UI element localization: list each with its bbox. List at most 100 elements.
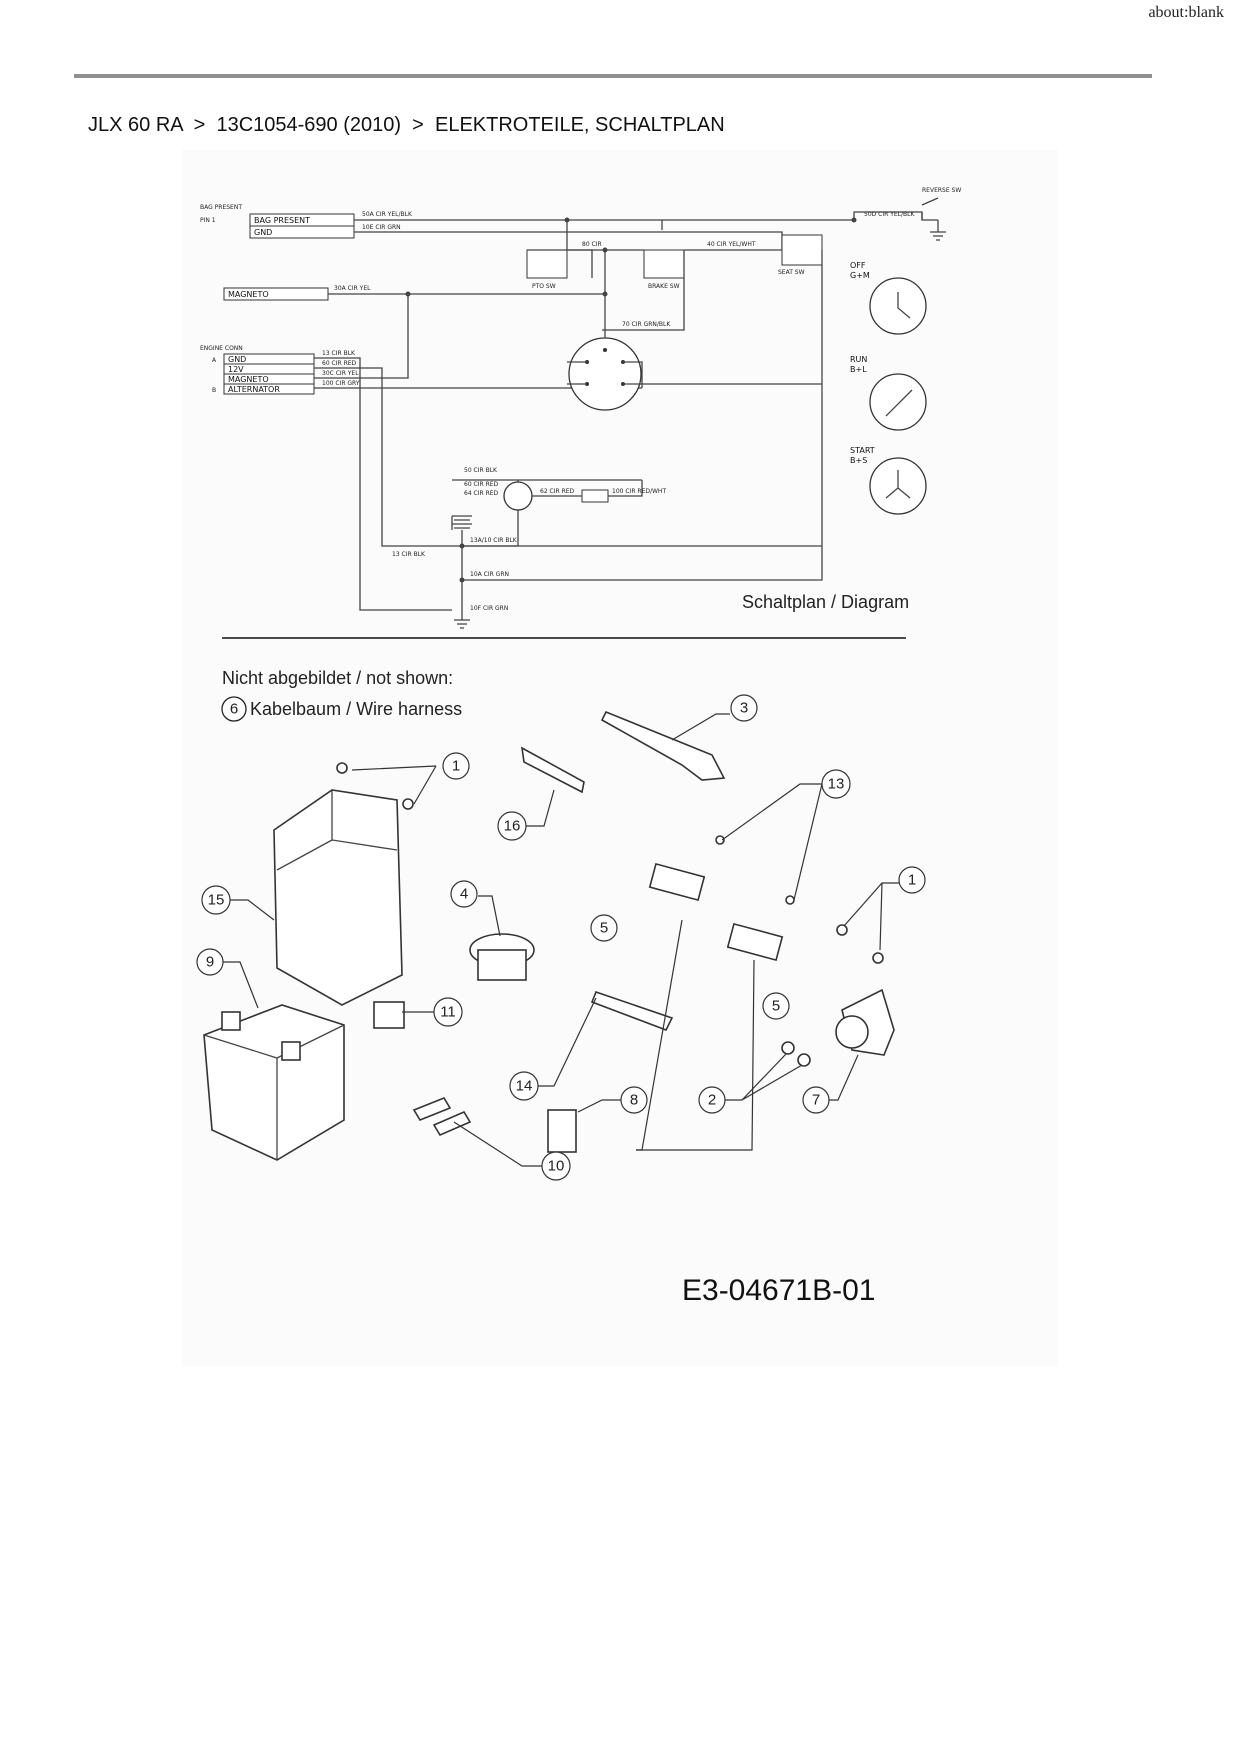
wiring-schematic: BAG PRESENT PIN 1 BAG PRESENT GND 50A CI… <box>200 187 961 629</box>
ignition-position-label: OFF <box>850 261 866 270</box>
part-9-battery[interactable] <box>203 1004 345 1161</box>
callout-3[interactable]: 3 <box>730 694 758 722</box>
seat-switch-label: SEAT SW <box>778 269 805 276</box>
wire-label: 60 CIR RED <box>464 481 499 488</box>
wire-label: 60 CIR RED <box>322 360 357 367</box>
callout-1[interactable]: 1 <box>898 866 926 894</box>
part-5-switch-b[interactable] <box>726 922 784 962</box>
battery-terminal <box>221 1011 241 1031</box>
callout-number: 10 <box>548 1158 565 1175</box>
callout-13[interactable]: 13 <box>821 769 851 799</box>
engine-pin-a: A <box>212 357 217 364</box>
callout-6-number: 6 <box>230 701 238 718</box>
part-11-relay[interactable] <box>373 1001 405 1029</box>
part-5-switch-a[interactable] <box>648 862 706 902</box>
callout-4[interactable]: 4 <box>450 880 478 908</box>
ignition-run-diagram: RUN B+L <box>850 355 927 431</box>
wire-label: 13 CIR BLK <box>392 551 426 558</box>
callout-number: 3 <box>740 700 748 717</box>
callout-number: 16 <box>504 818 521 835</box>
wire-label: 50D CIR YEL/BLK <box>864 211 915 218</box>
callout-number: 1 <box>908 872 916 889</box>
part-10-keys[interactable] <box>412 1097 452 1121</box>
part-13-screw[interactable] <box>715 835 725 845</box>
part-2-nut[interactable] <box>797 1053 811 1067</box>
ignition-position-sub: B+S <box>850 456 867 465</box>
callout-number: 2 <box>708 1092 716 1109</box>
exploded-parts-view: Nicht abgebildet / not shown: 6 Kabelbau… <box>196 668 926 1307</box>
callout-number: 1 <box>452 758 460 775</box>
connector-gnd: GND <box>254 228 272 237</box>
brake-switch-label: BRAKE SW <box>648 283 680 290</box>
ignition-position-sub: G+M <box>850 271 870 280</box>
connector-magneto: MAGNETO <box>228 290 269 299</box>
callout-number: 5 <box>772 998 780 1015</box>
engine-pin: MAGNETO <box>228 375 269 384</box>
callout-number: 9 <box>206 954 214 971</box>
wire-label: 13A/10 CIR BLK <box>470 537 518 544</box>
wire-label: 64 CIR RED <box>464 490 499 497</box>
wire-label: 80 CIR <box>582 241 602 248</box>
browser-url-text: about:blank <box>1148 4 1224 21</box>
wire-label: 62 CIR RED <box>540 488 575 495</box>
breadcrumb-separator: > <box>193 114 206 136</box>
wire-label: 50A CIR YEL/BLK <box>362 211 413 218</box>
callout-5[interactable]: 5 <box>762 992 790 1020</box>
breadcrumb-part-number[interactable]: 13C1054-690 (2010) <box>216 114 402 136</box>
ignition-position-label: START <box>850 446 875 455</box>
part-15-shield[interactable] <box>273 789 403 1006</box>
wire-label: 100 CIR GRY <box>322 380 360 387</box>
part-1-screw[interactable] <box>872 952 884 964</box>
callout-15[interactable]: 15 <box>201 885 231 915</box>
callout-number: 15 <box>208 892 225 909</box>
callout-number: 5 <box>600 920 608 937</box>
callout-number: 7 <box>812 1092 820 1109</box>
callout-16[interactable]: 16 <box>497 811 527 841</box>
callout-2[interactable]: 2 <box>698 1086 726 1114</box>
wire-label: 30C CIR YEL <box>322 370 359 377</box>
not-shown-heading: Nicht abgebildet / not shown: <box>222 668 453 688</box>
part-1-screw[interactable] <box>336 762 348 774</box>
part-3-strap[interactable] <box>600 710 726 781</box>
callout-9[interactable]: 9 <box>196 948 224 976</box>
breadcrumb-separator: > <box>412 114 424 136</box>
callout-6-badge <box>221 696 247 722</box>
engine-pin-b: B <box>212 387 216 394</box>
wire-label: 50 CIR BLK <box>464 467 498 474</box>
pin1-label: PIN 1 <box>200 217 216 224</box>
part-1-screw[interactable] <box>836 924 848 936</box>
callout-number: 8 <box>630 1092 638 1109</box>
callout-14[interactable]: 14 <box>509 1071 539 1101</box>
part-13-screw[interactable] <box>785 895 795 905</box>
breadcrumb: JLX 60 RA > 13C1054-690 (2010) > ELEKTRO… <box>88 114 725 137</box>
parts-diagram-image: BAG PRESENT PIN 1 BAG PRESENT GND 50A CI… <box>182 150 1058 1366</box>
connector-bag-present: BAG PRESENT <box>254 216 310 225</box>
callout-7[interactable]: 7 <box>802 1086 830 1114</box>
part-16-bracket[interactable] <box>520 746 585 794</box>
ignition-off-diagram: OFF G+M <box>850 261 927 335</box>
wire-label: 10E CIR GRN <box>362 224 401 231</box>
header-rule <box>74 74 1152 78</box>
wire-label: 13 CIR BLK <box>322 350 356 357</box>
callout-1[interactable]: 1 <box>442 752 470 780</box>
wire-label: 40 CIR YEL/WHT <box>707 241 756 248</box>
wire-label: 100 CIR RED/WHT <box>612 488 666 495</box>
part-14-plate[interactable] <box>590 990 674 1032</box>
part-2-nut[interactable] <box>781 1041 795 1055</box>
engine-pin: GND <box>228 355 246 364</box>
part-8-plunger-switch[interactable] <box>547 1109 577 1153</box>
callout-number: 14 <box>516 1078 533 1095</box>
callout-11[interactable]: 11 <box>433 997 463 1027</box>
callout-10[interactable]: 10 <box>541 1151 571 1181</box>
callout-number: 13 <box>828 776 845 793</box>
breadcrumb-model[interactable]: JLX 60 RA <box>88 114 183 136</box>
callout-number: 11 <box>440 1004 456 1021</box>
engine-conn-label: ENGINE CONN <box>200 345 243 352</box>
part-1-screw[interactable] <box>402 798 414 810</box>
pto-switch-label: PTO SW <box>532 283 556 290</box>
schematic-caption: Schaltplan / Diagram <box>742 592 909 612</box>
callout-8[interactable]: 8 <box>620 1086 648 1114</box>
reverse-switch-label: REVERSE SW <box>922 187 961 194</box>
ignition-position-sub: B+L <box>850 365 867 374</box>
callout-5[interactable]: 5 <box>590 914 618 942</box>
